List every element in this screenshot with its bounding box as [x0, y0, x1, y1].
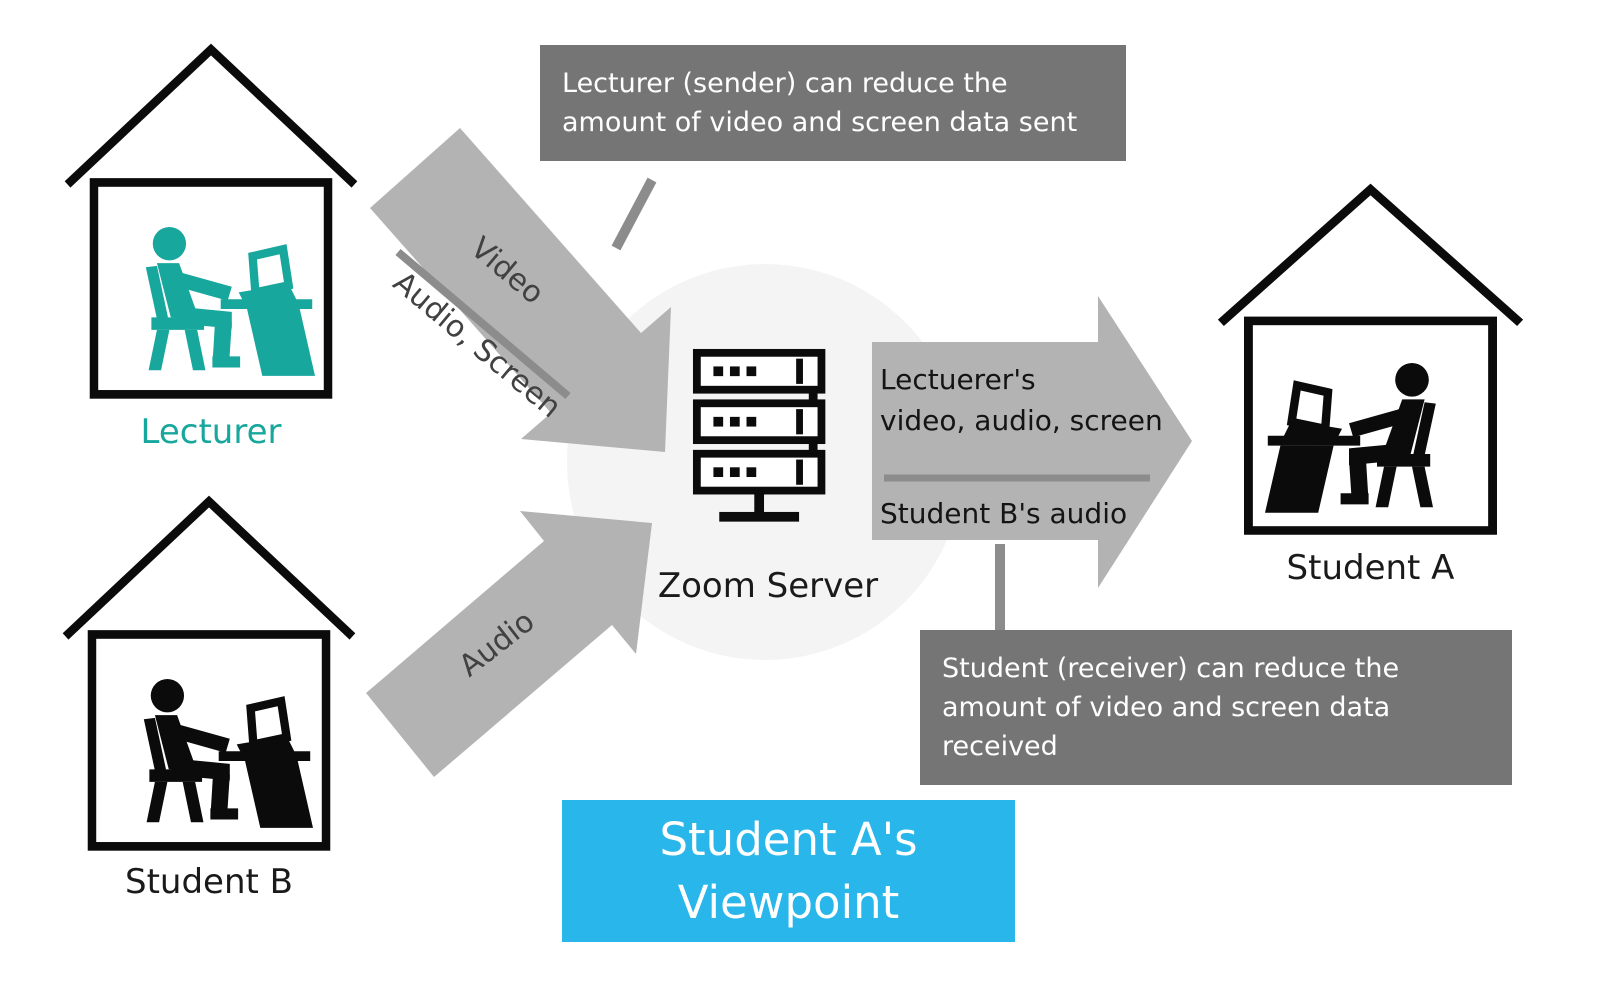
student-b-house	[58, 490, 360, 856]
lecturer-to-server-arrow	[370, 128, 671, 452]
server-icon	[692, 348, 838, 542]
zoom-server-node	[692, 348, 838, 542]
server-to-student-a-arrow	[872, 296, 1192, 588]
sender-callout: Lecturer (sender) can reduce the amount …	[540, 45, 1126, 162]
student-a-label: Student A	[1286, 548, 1455, 588]
person-at-desk-icon	[107, 220, 315, 380]
lecturer-arrow-divider-line	[395, 248, 571, 400]
student-b-audio-label: Student B's audio	[880, 497, 1128, 530]
person-at-desk-icon	[105, 672, 313, 832]
student-b-to-server-arrow	[366, 511, 652, 777]
lecturer-streams-label: Lectuerer's video, audio, screen	[880, 363, 1163, 437]
student-b-label: Student B	[125, 862, 293, 902]
lecturer-label: Lecturer	[140, 412, 282, 452]
receiver-callout: Student (receiver) can reduce the amount…	[920, 630, 1512, 786]
zoom-server-label: Zoom Server	[657, 566, 879, 606]
lecturer-house	[60, 38, 362, 404]
viewpoint-banner: Student A's Viewpoint	[562, 800, 1015, 942]
student-a-house	[1213, 178, 1528, 540]
person-at-desk-icon	[1265, 356, 1475, 517]
sender-callout-connector-line	[611, 177, 657, 251]
